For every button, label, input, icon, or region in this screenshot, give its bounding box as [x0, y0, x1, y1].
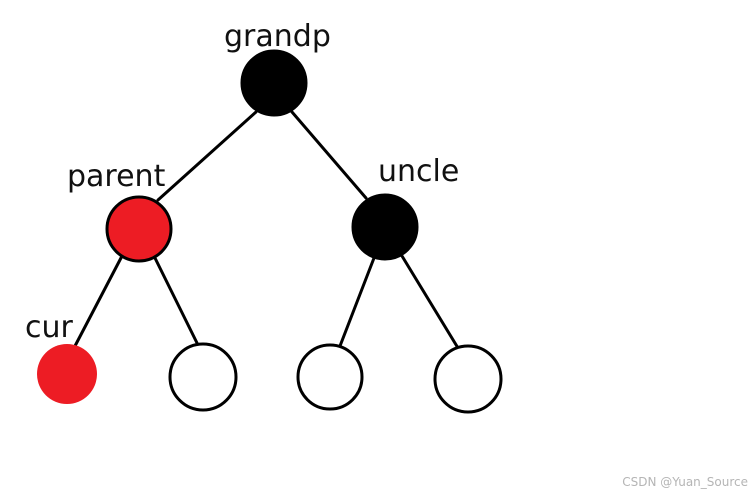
- label-parent: parent: [67, 159, 166, 194]
- edge-parent-right-child: [153, 256, 200, 347]
- edge-grandp-uncle: [290, 110, 368, 200]
- label-uncle: uncle: [378, 154, 459, 189]
- node-uncle-left-child: [296, 343, 364, 411]
- node-uncle: [351, 193, 419, 261]
- edge-grandp-parent: [156, 110, 258, 202]
- edge-parent-cur: [73, 254, 124, 348]
- edge-uncle-right-child: [400, 254, 460, 350]
- edge-uncle-left-child: [338, 256, 376, 348]
- node-cur: [37, 344, 97, 404]
- label-cur: cur: [25, 310, 74, 345]
- node-uncle-right-child: [433, 344, 503, 414]
- watermark-text: CSDN @Yuan_Source: [622, 475, 748, 489]
- label-grandp: grandp: [224, 19, 331, 54]
- node-parent: [105, 195, 173, 263]
- node-grandp: [240, 49, 308, 117]
- node-parent-right-child: [168, 342, 238, 412]
